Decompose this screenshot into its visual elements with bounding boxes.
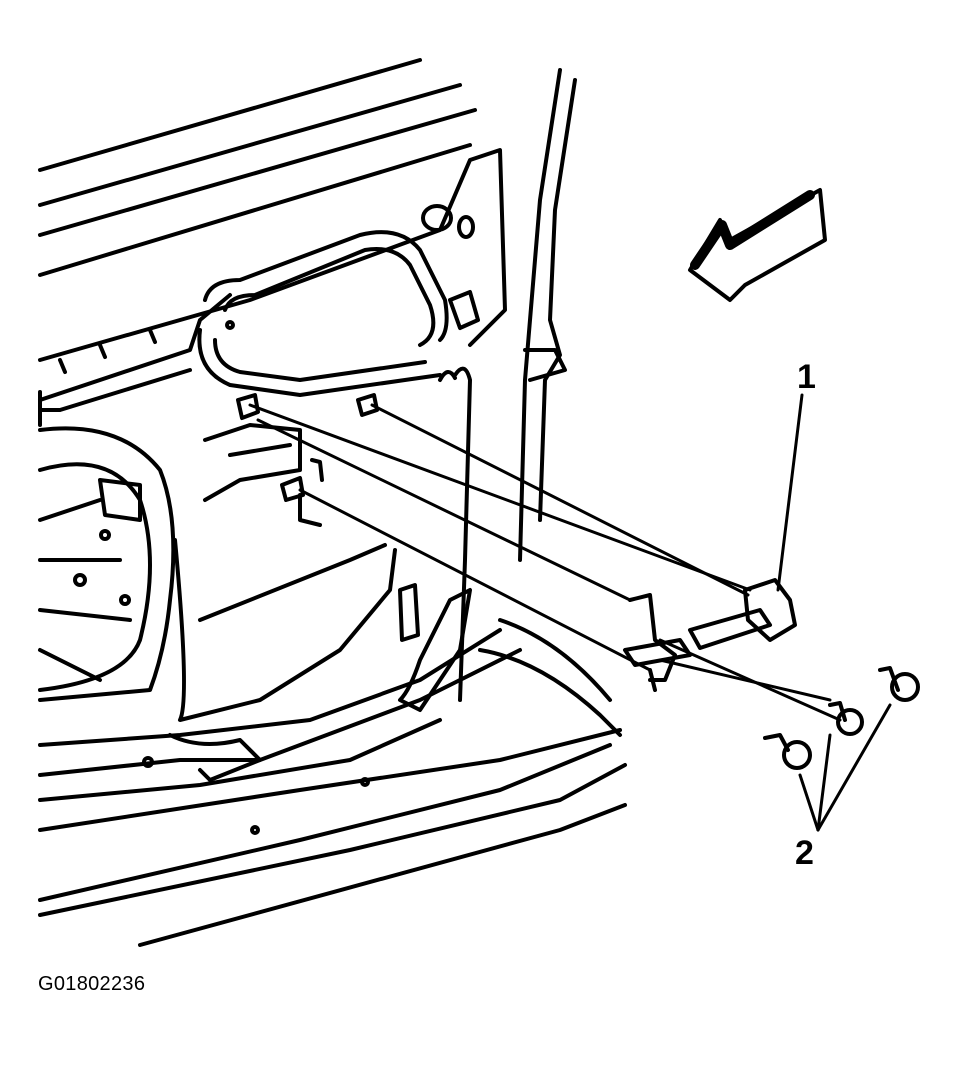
callout-leaders xyxy=(776,393,892,832)
window-opening xyxy=(197,230,449,397)
figure-id: G01802236 xyxy=(38,973,146,995)
bolt-icon xyxy=(828,701,864,736)
bolt-icon xyxy=(763,733,812,770)
callout-1: 1 xyxy=(797,358,816,396)
direction-arrow-icon xyxy=(688,188,827,302)
speaker-opening xyxy=(38,426,176,702)
bolts xyxy=(763,666,920,770)
alignment-lines xyxy=(248,403,842,722)
b-pillar xyxy=(438,68,577,702)
hinge-mount-tabs xyxy=(236,393,379,527)
callout-2: 2 xyxy=(795,834,814,872)
hinge xyxy=(623,578,797,692)
bolt-icon xyxy=(878,666,920,702)
lower-door-panel xyxy=(173,423,472,722)
roof-lines xyxy=(38,58,477,277)
rocker-sill xyxy=(38,618,627,947)
door-frame xyxy=(38,148,507,427)
body-holes xyxy=(225,204,480,330)
